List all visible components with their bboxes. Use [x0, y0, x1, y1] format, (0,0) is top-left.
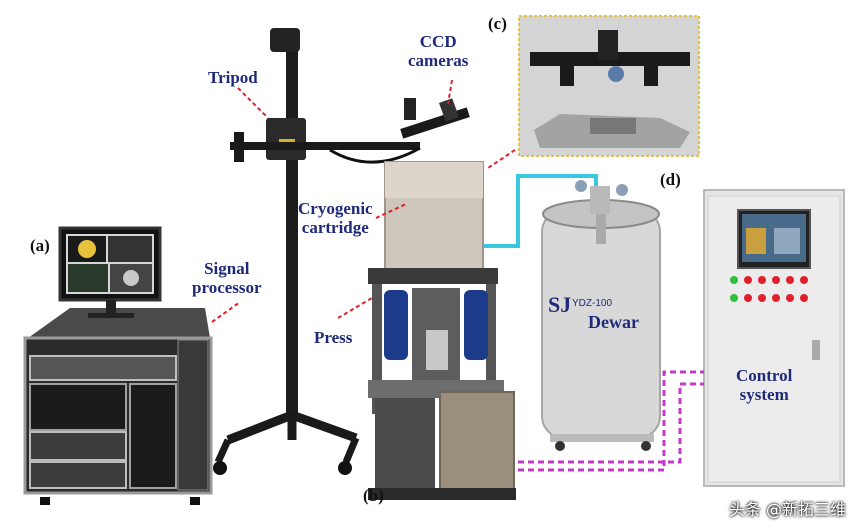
signal-label-line1: Signal: [204, 259, 250, 278]
red-indicator-light: [744, 294, 752, 302]
tripod-stand: [213, 28, 470, 475]
control-label-line2: system: [739, 385, 789, 404]
cryo-label-line2: cartridge: [301, 218, 369, 237]
panel-label-d: (d): [660, 170, 681, 189]
dewar-name-text: Dewar: [588, 312, 639, 332]
signal-label-line2: processor: [192, 278, 262, 297]
inset-camera-view: [518, 15, 700, 157]
red-indicator-light: [772, 276, 780, 284]
red-indicator-light: [786, 294, 794, 302]
red-indicator-light: [786, 276, 794, 284]
red-indicator-light: [800, 276, 808, 284]
indicator-row-2: [730, 294, 820, 302]
ccd-label-line2: cameras: [408, 51, 469, 70]
red-indicator-light: [800, 294, 808, 302]
green-indicator-light: [730, 276, 738, 284]
pointer-arrows: [211, 79, 516, 323]
green-indicator-light: [730, 294, 738, 302]
dewar-tank: [541, 180, 661, 451]
red-indicator-light: [758, 276, 766, 284]
signal-processor-cabinet: [23, 226, 213, 505]
control-system-label: Control system: [736, 366, 792, 404]
cryogenic-cartridge-label: Cryogenic cartridge: [298, 199, 373, 237]
cryo-label-line1: Cryogenic: [298, 199, 373, 218]
tripod-label: Tripod: [208, 68, 258, 87]
press-label: Press: [314, 328, 353, 347]
dewar-brand-text: SJ: [548, 292, 572, 317]
indicator-row-1: [730, 276, 820, 284]
red-indicator-light: [772, 294, 780, 302]
signal-processor-label: Signal processor: [192, 259, 262, 297]
dewar-model-text: YDZ-100: [572, 298, 613, 309]
control-panel-lights: [730, 276, 820, 322]
watermark-text: 头条 @新拓三维: [728, 500, 846, 519]
panel-label-a: (a): [30, 236, 50, 255]
ccd-label-line1: CCD: [419, 32, 457, 51]
magenta-connection-line-1: [518, 370, 704, 472]
control-cabinet: [703, 189, 845, 487]
panel-label-c: (c): [488, 14, 507, 33]
panel-label-b: (b): [363, 486, 384, 505]
red-indicator-light: [744, 276, 752, 284]
control-label-line1: Control: [736, 366, 793, 385]
ccd-cameras-label: CCD cameras: [408, 32, 468, 70]
red-indicator-light: [758, 294, 766, 302]
press-machine: [368, 161, 516, 500]
magenta-connection-line-2: [518, 382, 704, 464]
cyan-connection-line: [484, 174, 598, 248]
